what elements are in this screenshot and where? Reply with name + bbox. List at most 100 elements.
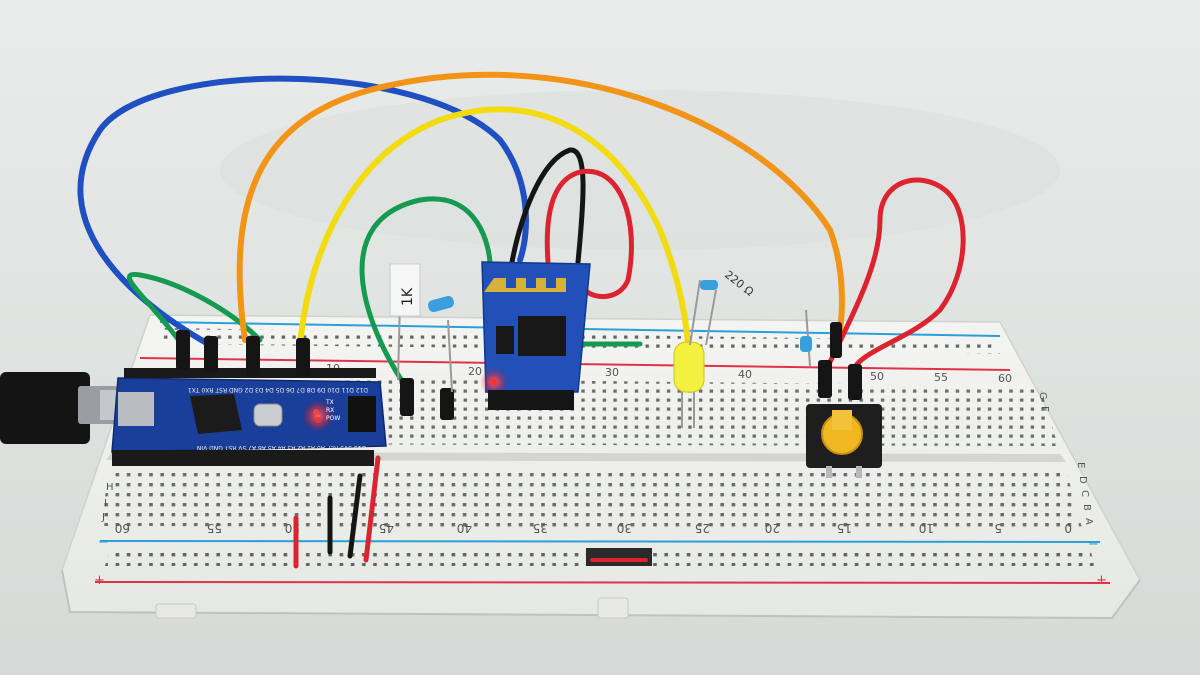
resistor-body	[800, 336, 812, 352]
connector	[848, 364, 862, 400]
resistor-1k: 1K	[389, 263, 454, 393]
board-clip	[155, 603, 197, 619]
black-wire-bt	[509, 147, 586, 265]
bottom-number: 20	[765, 521, 780, 535]
button-pin	[856, 466, 862, 478]
resistor-body	[700, 280, 718, 290]
lower-terminal-holes	[100, 468, 1082, 528]
bottom-number: 15	[837, 521, 852, 535]
button-stem	[832, 410, 852, 430]
red-wire-bt	[544, 168, 634, 300]
connector	[400, 378, 414, 416]
red-jumper	[363, 455, 381, 563]
blue-wire	[77, 75, 529, 348]
usb-cable	[0, 372, 122, 444]
row-letter: G	[1037, 392, 1048, 400]
row-letters-left: J I H	[101, 482, 114, 523]
orange-wire	[236, 71, 845, 353]
arduino-nano: TX RX POW D12 D11 D10 D9 D8 D7 D6 D5 D4 …	[111, 368, 387, 466]
header-pins	[112, 450, 374, 466]
connector	[818, 360, 832, 398]
wire-connectors	[176, 322, 862, 420]
pin-labels-bottom: D13 3V3 REF A0 A1 A2 A3 A4 A5 A6 A7 5V R…	[197, 444, 366, 451]
bottom-rail-blue-line	[99, 540, 1101, 543]
icsp-header	[348, 396, 376, 432]
bottom-number: 5	[994, 521, 1002, 535]
bottom-rail-red-line	[94, 581, 1111, 584]
top-number: 30	[605, 366, 619, 379]
bottom-number: 30	[617, 521, 632, 535]
bottom-number: 25	[695, 521, 710, 535]
bt-chip-small	[496, 326, 514, 354]
rail-jumper	[586, 548, 652, 566]
rail-plus-left: +	[94, 573, 105, 588]
bluetooth-module	[480, 261, 591, 410]
bottom-column-numbers: 60 55 50 45 40 35 30 25 20 15 10 5 0	[115, 521, 1072, 535]
resistor-body	[428, 295, 454, 313]
top-number: 50	[870, 370, 884, 383]
connector	[296, 338, 310, 376]
top-number: 55	[934, 371, 948, 384]
yellow-led	[673, 341, 705, 428]
rail-plus-right: +	[1096, 573, 1107, 588]
red-wire-button	[827, 177, 966, 375]
connector	[440, 388, 454, 420]
green-wire-short	[359, 196, 493, 393]
bottom-number: 10	[919, 521, 934, 535]
wires	[77, 71, 966, 393]
bottom-jumpers	[293, 455, 652, 569]
yellow-wire	[297, 106, 691, 348]
background-shadow	[220, 90, 1060, 250]
connector	[830, 322, 842, 358]
bottom-number: 0	[1064, 521, 1072, 535]
row-letter: J	[101, 512, 105, 523]
connector	[246, 336, 260, 376]
row-letters-right: E D C B A G F	[1037, 392, 1094, 525]
bottom-number: 40	[457, 521, 472, 535]
bt-header-pins	[488, 390, 574, 410]
crystal	[253, 403, 283, 427]
black-jumper	[347, 473, 363, 559]
bottom-number: 45	[379, 521, 394, 535]
connector	[176, 330, 190, 370]
row-letter: F	[1039, 406, 1050, 412]
row-letter: I	[104, 498, 107, 509]
push-button	[806, 404, 882, 478]
arduino-led	[313, 409, 319, 415]
top-number: 20	[468, 365, 482, 378]
row-letter: B	[1081, 504, 1092, 511]
board-clip	[597, 597, 629, 619]
bt-chip	[518, 316, 566, 356]
led-label-tx: TX	[325, 399, 334, 406]
row-letter: A	[1083, 518, 1094, 525]
pin-labels-top: D12 D11 D10 D9 D8 D7 D6 D5 D4 D3 D2 GND …	[188, 386, 368, 393]
connector	[204, 336, 218, 372]
bt-antenna	[484, 278, 566, 292]
resistor-small	[800, 309, 812, 367]
breadboard-body	[61, 314, 1141, 619]
microcontroller-chip	[190, 394, 242, 434]
usb-cable-body	[0, 372, 90, 444]
resistor-lead	[705, 289, 717, 346]
top-number: 60	[998, 372, 1012, 385]
resistor-tag	[389, 263, 421, 317]
green-wire-long	[126, 271, 263, 345]
rail-minus-left: −	[98, 535, 109, 550]
row-letter: D	[1077, 476, 1088, 484]
row-letter: H	[106, 482, 114, 493]
breadboard: + + − − 10 20 30 40 50 55 60 60 55 50 45…	[61, 314, 1141, 620]
led-label-pow: POW	[326, 415, 340, 422]
rail-minus-right: −	[1088, 537, 1099, 552]
arduino-led	[315, 417, 321, 423]
button-pin	[826, 466, 832, 478]
bt-led	[490, 378, 498, 386]
bottom-number: 60	[115, 521, 130, 535]
arduino-pcb	[111, 377, 387, 453]
bottom-number: 55	[207, 521, 222, 535]
row-letter: C	[1079, 490, 1090, 497]
resistor-1k-label: 1K	[400, 287, 416, 306]
bottom-number: 35	[533, 521, 548, 535]
resistor-lead	[689, 279, 701, 346]
top-number: 40	[738, 368, 752, 381]
led-label-rx: RX	[326, 407, 334, 414]
